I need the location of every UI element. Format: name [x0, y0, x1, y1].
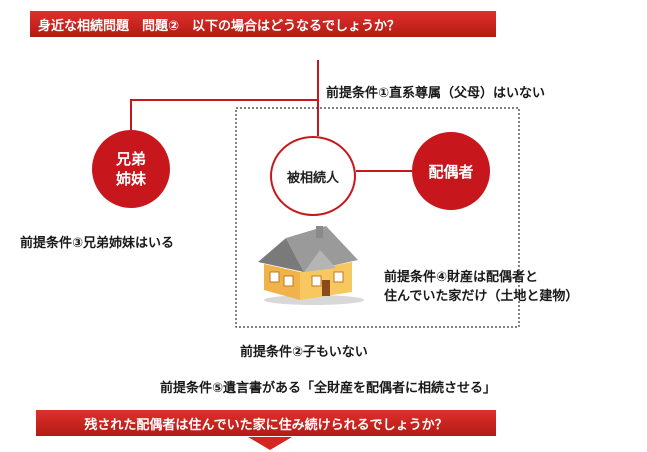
condition-4-line2: 住んでいた家だけ（土地と建物）	[384, 289, 579, 304]
deceased-node: 被相続人	[270, 136, 356, 216]
condition-1: 前提条件①直系尊属（父母）はいない	[326, 86, 546, 101]
arrow-down-icon	[248, 437, 292, 450]
title-banner: 身近な相続問題 問題② 以下の場合はどうなるでしょうか？	[30, 11, 496, 37]
spouse-node: 配偶者	[412, 132, 490, 210]
condition-3: 前提条件③兄弟姉妹はいる	[20, 236, 175, 251]
household-dotted-box	[235, 107, 520, 328]
house-icon	[258, 226, 364, 305]
condition-5: 前提条件⑤遺言書がある「全財産を配偶者に相続させる」	[160, 381, 497, 396]
siblings-node: 兄弟 姉妹	[92, 130, 170, 208]
condition-2: 前提条件②子もいない	[240, 345, 368, 360]
question-text: 残された配偶者は住んでいた家に住み続けられるでしょうか？	[84, 417, 448, 433]
title-text: 身近な相続問題 問題② 以下の場合はどうなるでしょうか？	[38, 18, 401, 34]
spouse-node-label: 配偶者	[428, 162, 474, 181]
siblings-node-label: 兄弟 姉妹	[115, 149, 146, 188]
deceased-node-label: 被相続人	[286, 170, 339, 186]
question-banner: 残された配偶者は住んでいた家に住み続けられるでしょうか？	[36, 410, 496, 436]
condition-4-line1: 前提条件④財産は配偶者と	[384, 270, 539, 285]
